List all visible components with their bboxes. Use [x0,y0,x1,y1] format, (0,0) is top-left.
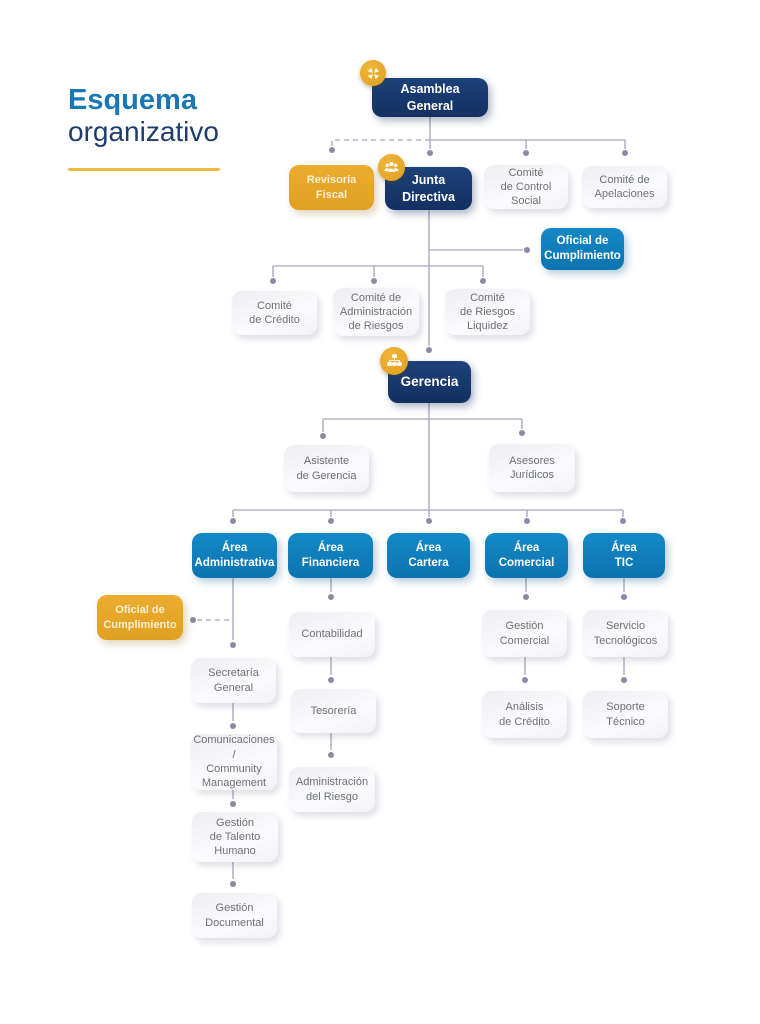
node-label: Revisoría Fiscal [306,174,357,201]
node-label: Comité de Administración de Riesgos [339,291,413,333]
node-label: Gerencia [400,374,459,390]
node-area-comercial: Área Comercial [485,533,568,578]
node-label: Administración del Riesgo [295,776,369,803]
node-label: Tesorería [310,704,357,717]
node-comite-apelaciones: Comité de Apelaciones [582,166,667,208]
node-comite-control-social: Comité de Control Social [484,165,568,209]
node-label: Soporte Técnico [606,701,645,728]
title-underline [68,167,220,171]
node-label: Oficial de Cumplimiento [103,604,177,631]
node-label: Junta Directiva [402,173,455,204]
node-area-tic: Área TIC [583,533,665,578]
meeting-arrows-icon [360,60,386,86]
node-comunicaciones-community: Comunicaciones / Community Management [191,734,277,790]
node-label: Comité de Apelaciones [594,173,655,200]
title-line-1: Esquema [68,84,197,116]
node-label: Comité de Riesgos Liquidez [459,291,516,333]
connector-dots [190,147,628,887]
node-comite-credito: Comité de Crédito [232,291,317,335]
node-gestion-talento-humano: Gestión de Talento Humano [192,812,278,862]
node-soporte-tecnico: Soporte Técnico [583,691,668,738]
node-analisis-credito: Análisis de Crédito [482,691,567,738]
node-label: Asistente de Gerencia [296,455,357,482]
node-label: Comunicaciones / Community Management [193,734,275,790]
node-asesores-juridicos: Asesores Jurídicos [489,444,575,492]
node-label: Comité de Control Social [500,166,552,208]
node-area-financiera: Área Financiera [288,533,373,578]
node-label: Área Cartera [408,541,449,569]
node-tesoreria: Tesorería [291,689,376,733]
node-label: Oficial de Cumplimiento [544,235,621,262]
node-comite-riesgos-liquidez: Comité de Riesgos Liquidez [445,289,530,335]
node-label: Servicio Tecnológicos [593,620,658,647]
node-label: Área Administrativa [194,541,275,569]
node-label: Contabilidad [301,628,363,641]
node-area-cartera: Área Cartera [387,533,470,578]
node-oficial-cumplimiento-area: Oficial de Cumplimiento [97,595,183,640]
node-asamblea-general: Asamblea General [372,78,488,117]
node-label: Gestión Documental [205,902,264,929]
title-line-2: organizativo [68,116,219,148]
node-secretaria-general: Secretaría General [191,658,276,703]
board-people-icon [378,154,405,181]
node-oficial-cumplimiento-junta: Oficial de Cumplimiento [541,228,624,270]
node-label: Asesores Jurídicos [509,454,555,481]
node-gestion-comercial: Gestión Comercial [482,610,567,657]
node-label: Área Comercial [498,541,555,569]
node-revisoria-fiscal: Revisoría Fiscal [289,165,374,210]
node-administracion-riesgo: Administración del Riesgo [289,767,375,812]
node-label: Gestión de Talento Humano [209,816,261,858]
node-label: Área TIC [611,541,637,569]
node-comite-administracion-riesgos: Comité de Administración de Riesgos [333,288,419,336]
node-label: Asamblea General [400,82,460,113]
node-servicio-tecnologicos: Servicio Tecnológicos [583,610,668,657]
node-area-administrativa: Área Administrativa [192,533,277,578]
node-asistente-gerencia: Asistente de Gerencia [284,445,369,492]
page-title: Esquema organizativo [68,84,220,171]
node-gestion-documental: Gestión Documental [192,893,277,938]
node-label: Área Financiera [301,541,360,569]
org-chart-icon [380,347,408,375]
node-contabilidad: Contabilidad [289,612,375,657]
node-label: Análisis de Crédito [499,701,550,728]
node-label: Comité de Crédito [249,299,300,326]
node-label: Gestión Comercial [499,620,550,647]
node-label: Secretaría General [208,667,259,694]
